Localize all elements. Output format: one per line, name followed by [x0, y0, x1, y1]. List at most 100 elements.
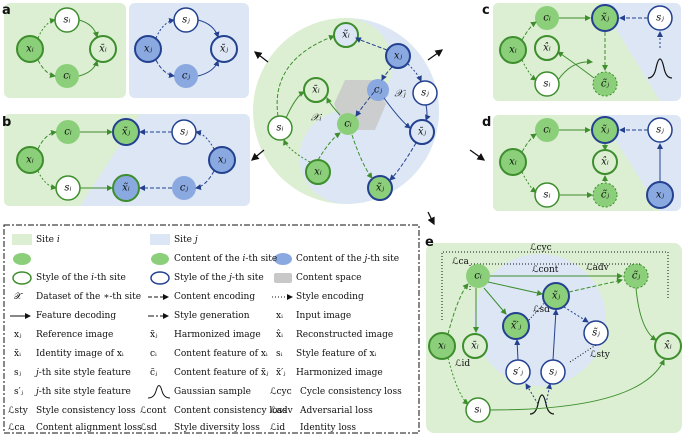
- node-xj: xⱼ: [144, 44, 153, 55]
- panel-d: d xᵢ cᵢ sᵢ x̃ⱼ x̂ᵢ c̃ⱼ sⱼ xⱼ: [482, 115, 681, 211]
- legend-sym-lca: ℒca: [8, 423, 26, 433]
- loss-ca: ℒca: [452, 257, 470, 267]
- node-ci: cᵢ: [543, 125, 551, 136]
- node-ci: cᵢ: [344, 119, 352, 130]
- node-xbar-j: x̄ⱼ: [418, 127, 427, 138]
- legend-content-enc: Content encoding: [174, 292, 255, 302]
- node-sj: sⱼ: [421, 88, 429, 99]
- legend-sym-ctj: c̃ⱼ: [150, 367, 157, 378]
- legend-sym-xj: xⱼ: [14, 330, 21, 340]
- legend-reference: Reference image: [36, 330, 113, 340]
- legend-sym-xbi: x̄ᵢ: [14, 349, 21, 359]
- legend-id-loss: Identity loss: [300, 423, 356, 433]
- legend-sym-si: sᵢ: [276, 349, 283, 359]
- legend-sym-xi: xᵢ: [276, 311, 283, 321]
- node-si: sᵢ: [276, 123, 283, 134]
- node-xtilde-j: x̃ⱼ: [552, 291, 561, 302]
- panel-a-label: a: [2, 3, 11, 18]
- node-xi: xᵢ: [26, 44, 34, 55]
- node-sprime-j: s′ⱼ: [513, 367, 523, 378]
- legend-content-j: Content of the 𝑗-th site: [296, 254, 399, 264]
- legend-gaussian: Gaussian sample: [174, 387, 251, 397]
- center-panel: 𝒳ᵢ 𝒳ⱼ x̃ᵢ xⱼ x̄ᵢ cⱼ sⱼ sᵢ cᵢ x̄ⱼ xᵢ x̃ⱼ: [251, 18, 486, 226]
- node-xi: xᵢ: [438, 341, 446, 352]
- legend-sym-lsty: ℒsty: [8, 406, 29, 416]
- node-xi: xᵢ: [314, 167, 322, 178]
- legend-reconstructed: Reconstructed image: [296, 330, 393, 340]
- loss-sty: ℒsty: [590, 350, 611, 360]
- loss-cont: ℒcont: [532, 265, 559, 275]
- legend-content-feature-tj: Content feature of x̃ⱼ: [174, 367, 268, 378]
- legend-content-feature-i: Content feature of xᵢ: [174, 349, 268, 359]
- legend-style-feature-j2: 𝑗-th site style feature: [34, 387, 131, 397]
- panel-e: e ℒcyc ℒcont ℒca ℒadv ℒsd ℒsty ℒid xᵢ x̄…: [425, 235, 682, 433]
- legend-ca-loss: Content alignment loss: [36, 423, 142, 433]
- node-sj: sⱼ: [656, 13, 664, 24]
- node-stilde-j: s̃ⱼ: [592, 328, 600, 339]
- node-xbar-i: x̄ᵢ: [471, 341, 479, 352]
- loss-sd: ℒsd: [533, 305, 550, 315]
- node-ctilde-j: c̃ⱼ: [601, 190, 610, 201]
- legend-content-i: Content of the 𝑖-th site: [174, 254, 277, 264]
- node-xj: xⱼ: [656, 190, 665, 201]
- node-xtilde-j: x̃ⱼ: [601, 125, 610, 136]
- panel-c-label: c: [482, 3, 490, 18]
- legend-content-loss: Content consistency loss: [174, 406, 287, 416]
- legend-sym-ladv: ℒadv: [270, 406, 294, 416]
- node-xhat-i: x̂ᵢ: [664, 341, 672, 352]
- node-sj: sⱼ: [182, 15, 190, 26]
- node-xhat-i: x̂ᵢ: [543, 43, 551, 54]
- legend-sym-lcyc: ℒcyc: [270, 387, 292, 397]
- legend-identity-image: Identity image of xᵢ: [36, 349, 124, 359]
- panel-b-label: b: [2, 115, 11, 130]
- node-xi: xᵢ: [509, 45, 517, 56]
- node-si: sᵢ: [474, 405, 481, 416]
- node-ci: cᵢ: [543, 13, 551, 24]
- node-xj: xⱼ: [394, 51, 403, 62]
- legend-harmonized-2: Harmonized image: [296, 368, 383, 378]
- node-si: sᵢ: [543, 79, 550, 90]
- node-ci: cᵢ: [64, 127, 72, 138]
- loss-adv: ℒadv: [586, 263, 610, 273]
- node-ctilde-j: c̃ⱼ: [632, 271, 641, 282]
- node-xtilde-j: x̃ⱼ: [601, 13, 610, 24]
- legend-sym-xtpj: x̃′ⱼ: [276, 367, 286, 378]
- node-xbar-j: x̄ⱼ: [220, 44, 229, 55]
- legend-adv-loss: Adversarial loss: [299, 406, 373, 416]
- legend-sym-lcont: ℒcont: [140, 406, 167, 416]
- label-Xi: 𝒳ᵢ: [311, 113, 323, 124]
- legend-sym-lid: ℒid: [270, 423, 285, 433]
- legend-site-j: Site 𝑗: [174, 235, 198, 245]
- panel-c: c xᵢ cᵢ x̂ᵢ sᵢ x̃ⱼ c̃ⱼ sⱼ: [482, 3, 681, 101]
- legend-style-gen: Style generation: [174, 311, 250, 321]
- node-xtilde-j: x̃ⱼ: [376, 183, 385, 194]
- node-si: sᵢ: [64, 183, 71, 194]
- legend-style-feature-i: Style feature of xᵢ: [296, 349, 377, 359]
- legend-sym-X: 𝒳: [14, 292, 23, 302]
- node-ctilde-j: c̃ⱼ: [601, 79, 610, 90]
- legend-content-space: Content space: [296, 273, 361, 283]
- node-cj: cⱼ: [180, 183, 189, 194]
- legend-cycle-loss: Cycle consistency loss: [300, 387, 402, 397]
- gaussian-icon: [529, 394, 555, 415]
- legend-input: Input image: [296, 311, 351, 321]
- node-sj: sⱼ: [180, 127, 188, 138]
- node-xj: xⱼ: [218, 155, 227, 166]
- loss-id: ℒid: [455, 359, 470, 369]
- legend-style-loss: Style consistency loss: [36, 406, 136, 416]
- legend-dataset: Dataset of the ∗-th site: [36, 292, 141, 302]
- node-xtilde-i: x̃ᵢ: [122, 183, 130, 194]
- gaussian-icon: [647, 58, 673, 79]
- legend-sym-ci: cᵢ: [150, 349, 157, 359]
- node-sj: sⱼ: [656, 125, 664, 136]
- legend-sym-xhi: x̂ᵢ: [276, 329, 283, 340]
- legend-sym-sj: sⱼ: [14, 368, 21, 378]
- node-xtildeprime-j: x̃′ⱼ: [511, 321, 522, 332]
- legend-sym-spj: s′ⱼ: [14, 387, 23, 397]
- legend-harmonized: Harmonized image: [174, 330, 261, 340]
- node-sj: sⱼ: [549, 367, 557, 378]
- legend-style-i: Style of the 𝑖-th site: [36, 273, 126, 283]
- legend: Site 𝑖 Site 𝑗 Content of the 𝑖-th site C…: [3, 224, 420, 434]
- node-cj: cⱼ: [182, 71, 191, 82]
